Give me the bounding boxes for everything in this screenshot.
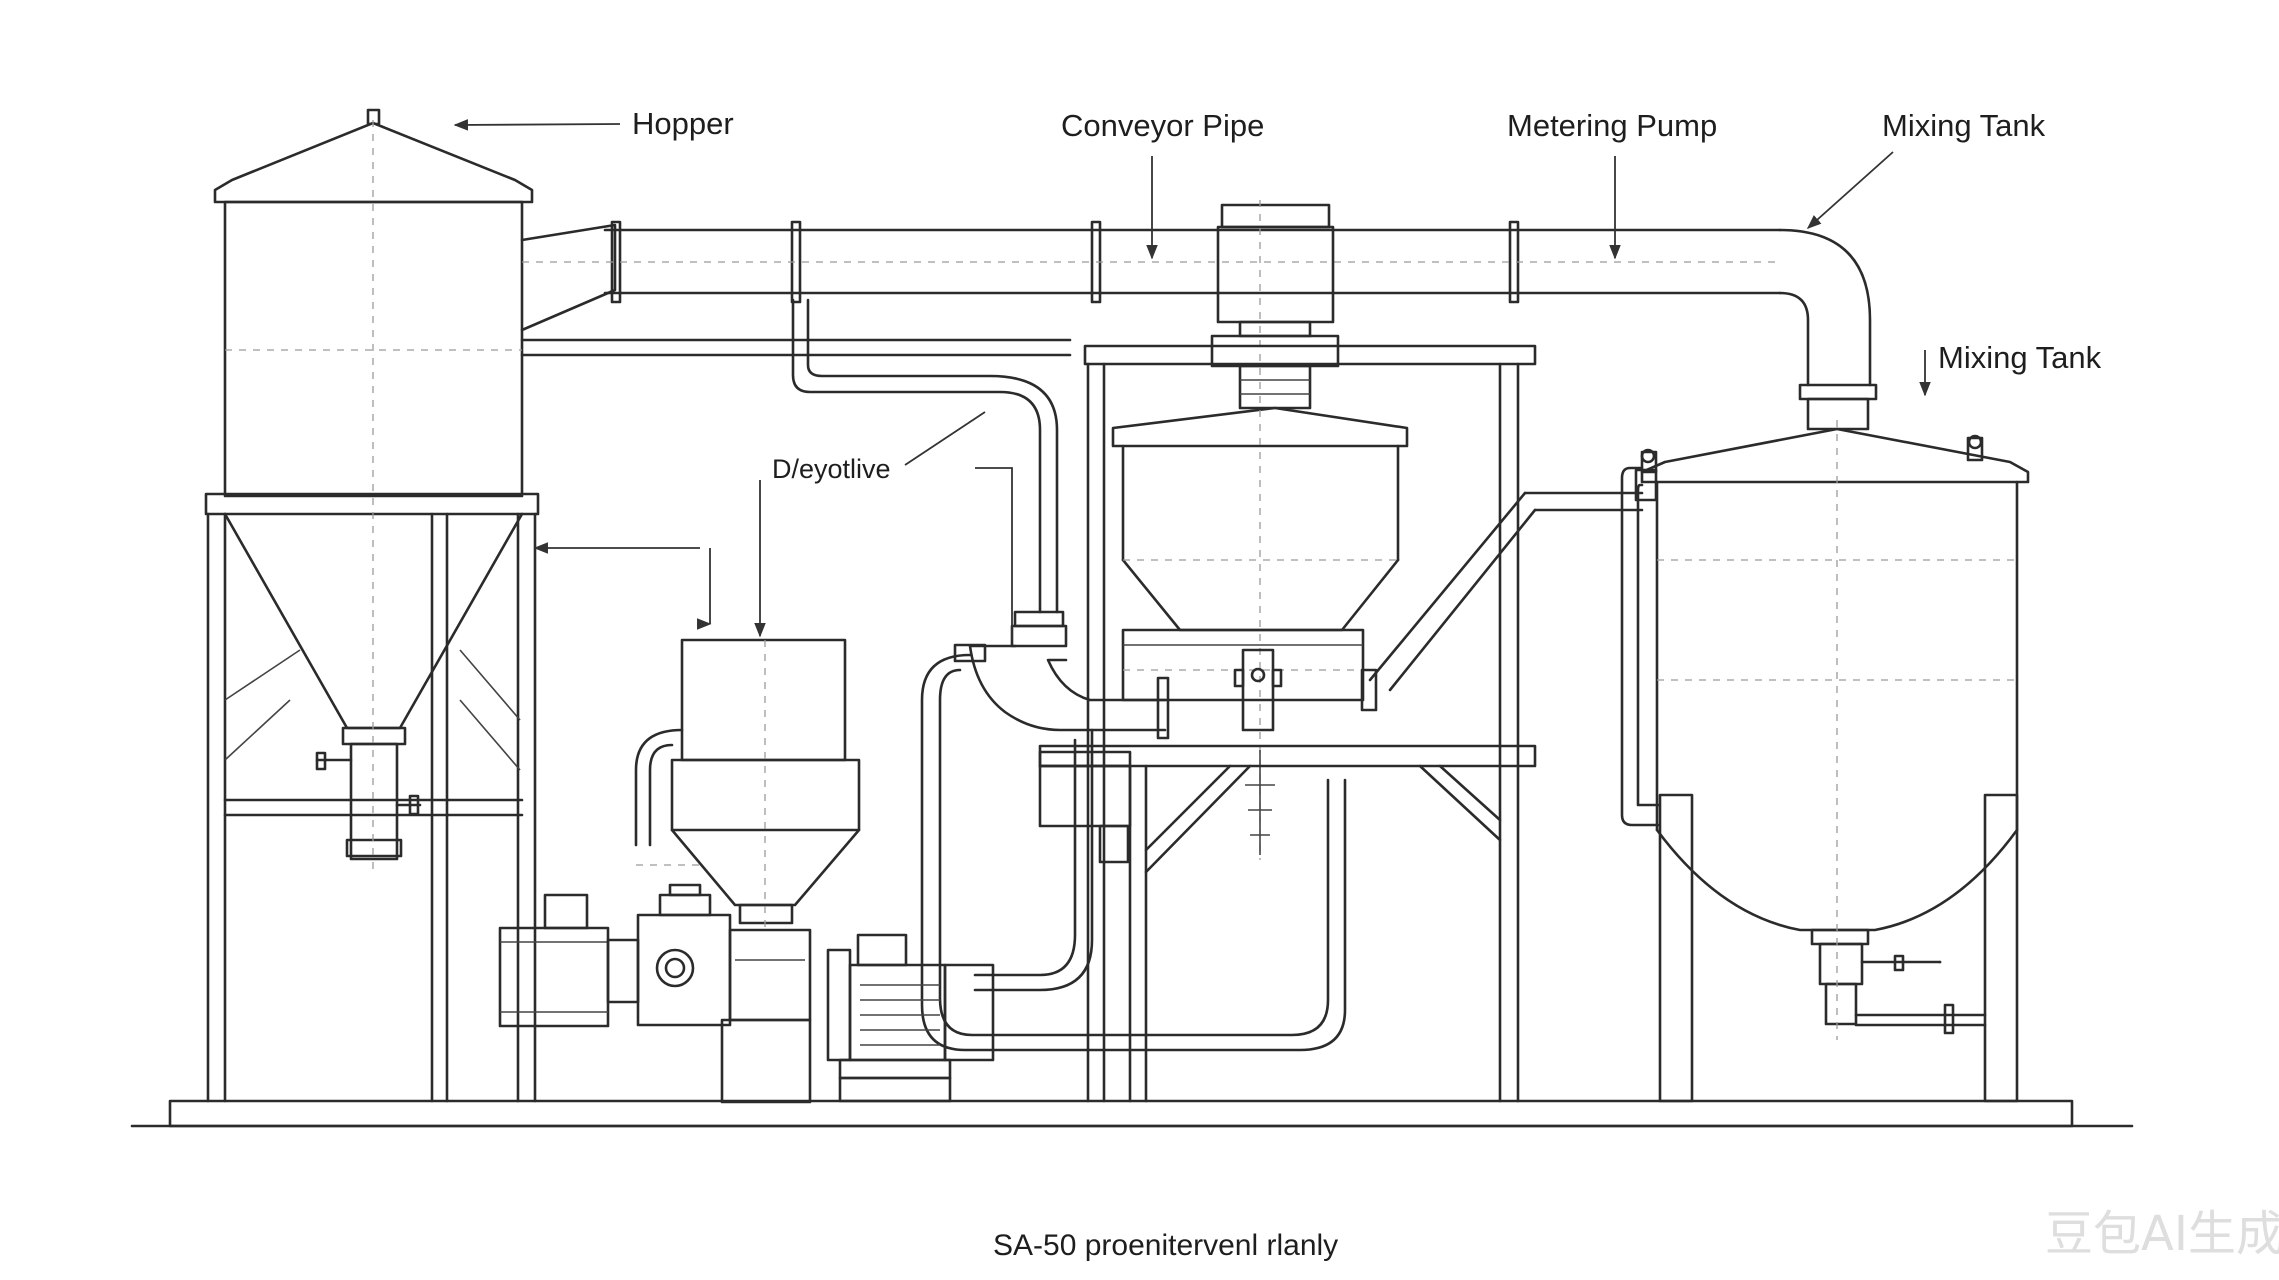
watermark: 豆包AI生成	[2045, 1206, 2279, 1262]
small-hopper	[634, 638, 861, 930]
label-conveyor-pipe: Conveyor Pipe	[1061, 108, 1264, 143]
label-mixing-tank-top: Mixing Tank	[1882, 108, 2046, 143]
label-small-hopper: D/eyotlive	[772, 454, 891, 484]
label-hopper: Hopper	[632, 106, 734, 141]
diagram-caption: SA-50 proenitervenl rlanly	[993, 1229, 1338, 1262]
metering-pump	[1111, 200, 1409, 860]
hopper	[204, 108, 540, 1103]
label-metering-pump: Metering Pump	[1507, 108, 1717, 143]
pump-motor-assembly	[498, 883, 995, 1104]
mixing-tank	[1360, 383, 2030, 1103]
base-platform	[130, 1099, 2134, 1128]
label-leaders	[453, 119, 1931, 640]
transfer-pipe	[791, 298, 1347, 1052]
label-mixing-tank-side: Mixing Tank	[1938, 340, 2102, 375]
support-frame	[1038, 344, 1537, 1103]
conveyor-pipe	[520, 220, 1872, 387]
